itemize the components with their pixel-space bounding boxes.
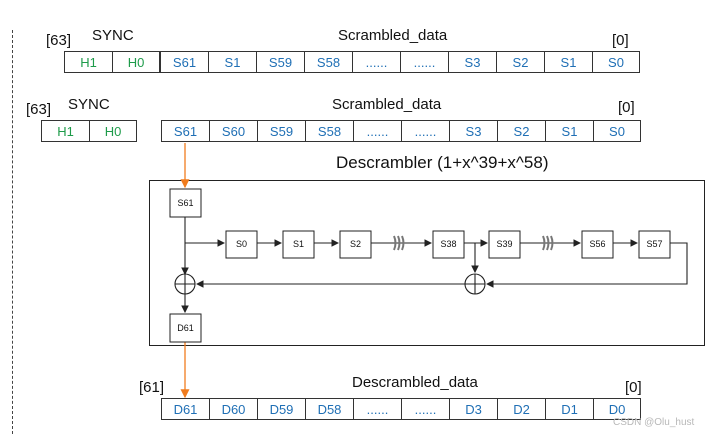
row2-data-field: S61 S60 S59 S58 ...... ...... S3 S2 S1 S… [161, 120, 641, 142]
sync-cell: H1 [64, 51, 112, 73]
data-cell: ...... [353, 120, 401, 142]
watermark: CSDN @Olu_hust [613, 417, 695, 428]
break-mark [393, 235, 405, 251]
shift-register-label: S56 [589, 239, 605, 249]
row2-sync-field: H1 H0 [41, 120, 137, 142]
data-cell: S1 [545, 120, 593, 142]
data-cell: D59 [257, 398, 305, 420]
data-cell: S58 [304, 51, 352, 73]
sync-cell: H0 [112, 51, 160, 73]
xor-gate [174, 273, 196, 295]
shift-register-label: S0 [236, 239, 247, 249]
row2-data-label: Scrambled_data [332, 96, 442, 113]
shift-register [225, 230, 258, 259]
data-cell: S3 [448, 51, 496, 73]
shift-register [339, 230, 372, 259]
data-cell: D0 [593, 398, 641, 420]
row3-msb-label: [61] [139, 379, 165, 396]
data-cell: S61 [161, 120, 209, 142]
row1-data-field: S61 S1 S59 S58 ...... ...... S3 S2 S1 S0 [160, 51, 640, 73]
row2-sync-label: SYNC [68, 96, 110, 113]
row3-data-label: Descrambled_data [352, 374, 478, 391]
data-cell: ...... [401, 398, 449, 420]
output-register [169, 313, 202, 343]
row2-msb-label: [63] [26, 101, 52, 118]
data-cell: D60 [209, 398, 257, 420]
shift-register [488, 230, 521, 259]
shift-register [581, 230, 614, 259]
shift-register [282, 230, 315, 259]
shift-register-label: S1 [293, 239, 304, 249]
shift-register-label: S2 [350, 239, 361, 249]
left-dashed-divider [12, 30, 13, 434]
descrambler-title: Descrambler (1+x^39+x^58) [336, 153, 549, 172]
shift-register-label: S38 [440, 239, 456, 249]
data-cell: S1 [208, 51, 256, 73]
row1-msb-label: [63] [46, 32, 72, 49]
data-cell: S0 [593, 120, 641, 142]
data-cell: D3 [449, 398, 497, 420]
data-cell: S59 [257, 120, 305, 142]
data-cell: ...... [400, 51, 448, 73]
data-cell: S0 [592, 51, 640, 73]
row3-lsb-label: [0] [625, 379, 642, 396]
sync-cell: H0 [89, 120, 137, 142]
row1-data-label: Scrambled_data [338, 27, 448, 44]
data-cell: S60 [209, 120, 257, 142]
data-cell: D1 [545, 398, 593, 420]
row1-lsb-label: [0] [612, 32, 629, 49]
row1-sync-field: H1 H0 [64, 51, 160, 73]
data-cell: ...... [353, 398, 401, 420]
input-register-label: S61 [177, 198, 193, 208]
data-cell: S1 [544, 51, 592, 73]
shift-register [432, 230, 465, 259]
data-cell: S2 [496, 51, 544, 73]
descrambler-frame [149, 180, 705, 346]
data-cell: ...... [352, 51, 400, 73]
data-cell: D61 [161, 398, 209, 420]
shift-register-label: S39 [496, 239, 512, 249]
row1-sync-label: SYNC [92, 27, 134, 44]
shift-register [638, 230, 671, 259]
data-cell: S61 [160, 51, 208, 73]
data-cell: D2 [497, 398, 545, 420]
shift-register-label: S57 [646, 239, 662, 249]
data-cell: D58 [305, 398, 353, 420]
row3-data-field: D61 D60 D59 D58 ...... ...... D3 D2 D1 D… [161, 398, 641, 420]
sync-cell: H1 [41, 120, 89, 142]
data-cell: S3 [449, 120, 497, 142]
data-cell: S2 [497, 120, 545, 142]
output-register-label: D61 [177, 323, 194, 333]
input-register [169, 188, 202, 218]
data-cell: S59 [256, 51, 304, 73]
data-cell: S58 [305, 120, 353, 142]
xor-gate [464, 273, 486, 295]
row2-lsb-label: [0] [618, 99, 635, 116]
data-cell: ...... [401, 120, 449, 142]
break-mark [542, 235, 554, 251]
